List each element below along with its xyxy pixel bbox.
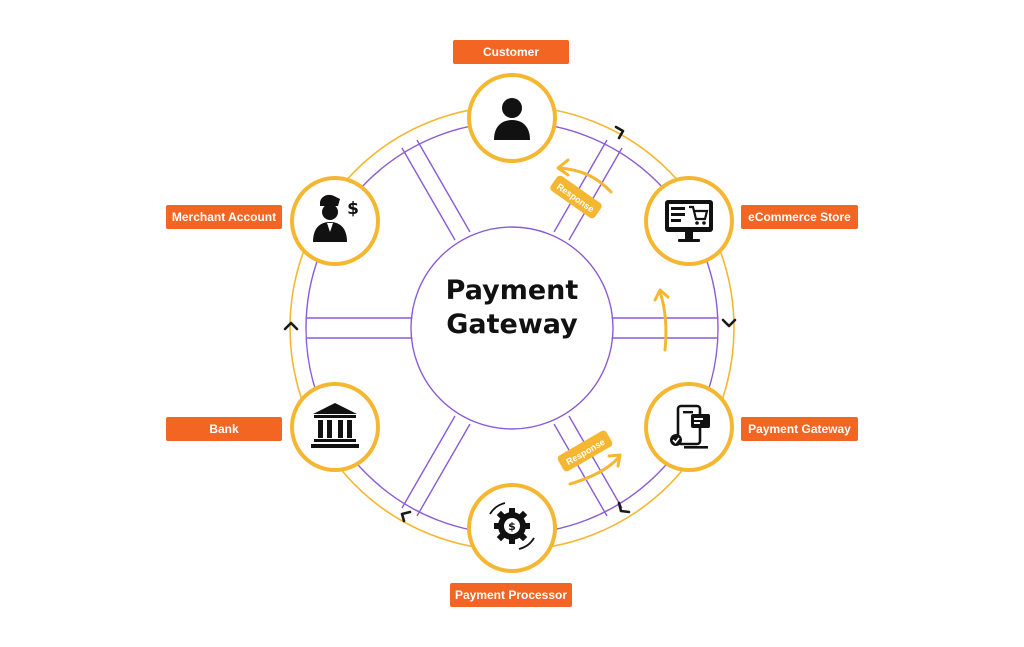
label-ecommerce-store: eCommerce Store xyxy=(741,205,858,229)
flow-arrows xyxy=(556,158,670,486)
node-merchant-account xyxy=(290,176,380,266)
chevron-top-right-icon xyxy=(614,125,625,140)
svg-text:$: $ xyxy=(347,199,359,219)
label-merchant-account: Merchant Account xyxy=(166,205,282,229)
phone-card-icon xyxy=(670,404,710,449)
center-title: Payment Gateway xyxy=(412,274,612,342)
center-disk xyxy=(412,228,612,428)
label-payment-gateway: Payment Gateway xyxy=(741,417,858,441)
chevron-right-icon xyxy=(721,318,737,328)
up-arrow-right xyxy=(658,290,668,352)
center-title-line2: Gateway xyxy=(446,309,578,340)
response-arrow-bottom xyxy=(568,455,621,486)
gear-dollar-icon: $ xyxy=(489,502,535,550)
node-bank xyxy=(290,382,380,472)
response-tag-bottom: Response xyxy=(557,430,613,472)
merchant-dollar-icon: $ xyxy=(313,194,359,242)
chevron-left-icon xyxy=(283,321,299,331)
person-icon xyxy=(494,98,530,140)
chevron-bottom-left-icon xyxy=(400,510,412,523)
center-title-line1: Payment xyxy=(445,275,579,306)
response-arrow-top xyxy=(558,166,613,194)
bank-icon xyxy=(311,403,359,448)
monitor-cart-icon xyxy=(665,200,713,242)
purple-inner-ring xyxy=(410,226,614,430)
response-tag-top: Response xyxy=(550,175,602,219)
label-bank: Bank xyxy=(166,417,282,441)
node-payment-gateway xyxy=(644,382,734,472)
label-customer: Customer xyxy=(453,40,569,64)
chevron-bottom-right-icon xyxy=(617,501,631,514)
ring-chevrons xyxy=(283,125,737,523)
label-payment-processor: Payment Processor xyxy=(450,583,572,607)
svg-text:$: $ xyxy=(508,520,516,533)
